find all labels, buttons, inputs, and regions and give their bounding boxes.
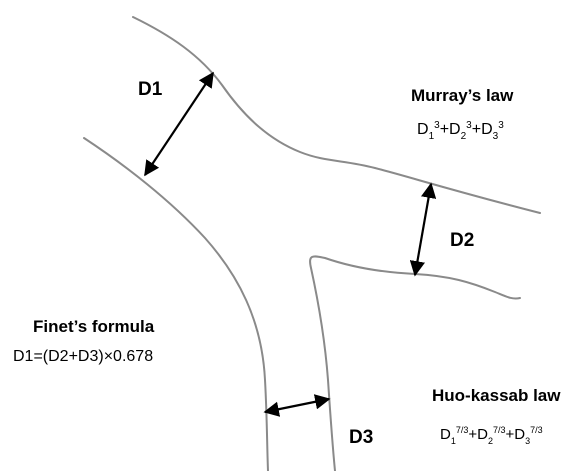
vessel-wall-upper [132,16,541,214]
huo-kassab-law-title: Huo-kassab law [432,386,561,405]
finet-formula-expression: D1=(D2+D3)×0.678 [13,348,153,365]
vessel-wall-lower-left [83,137,269,471]
d2-dimension-arrow [409,182,437,277]
vessel-wall-inner [309,255,521,471]
murray-law-formula: D13+D23+D33 [417,120,504,142]
d2-label: D2 [450,230,474,251]
d3-dimension-arrow [263,394,331,417]
d1-dimension-arrow [144,71,214,177]
d1-label: D1 [138,79,163,100]
murray-law-title: Murray’s law [411,86,514,105]
finet-formula-title: Finet’s formula [33,317,155,336]
huo-kassab-law-formula: D17/3+D27/3+D37/3 [440,425,543,446]
d3-label: D3 [349,427,373,448]
